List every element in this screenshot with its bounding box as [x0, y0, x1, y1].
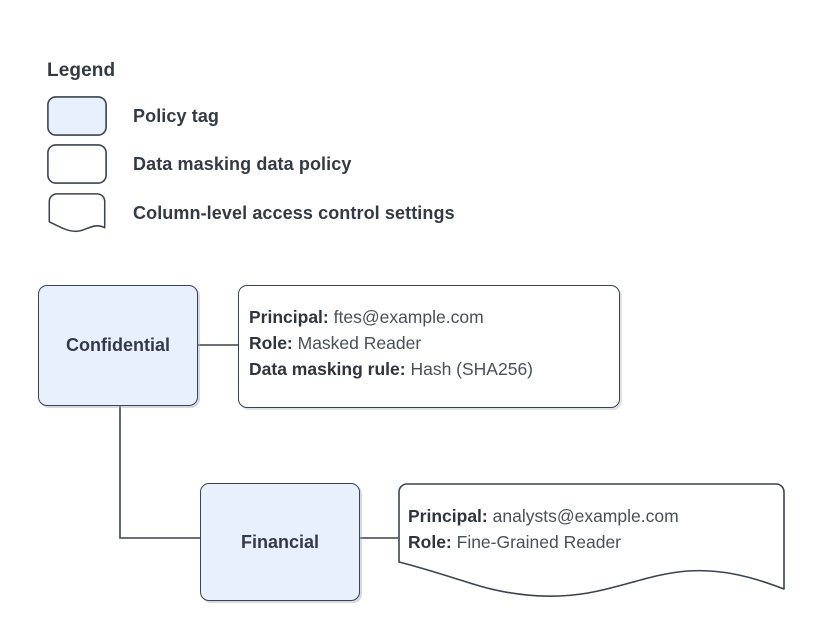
- callout-row-label: Role:: [249, 333, 293, 353]
- node-financial[interactable]: Financial: [200, 483, 360, 601]
- node-label: Financial: [240, 531, 320, 552]
- callout-row-value: Hash (SHA256): [410, 359, 534, 379]
- callout-row-value: ftes@example.com: [333, 307, 484, 327]
- callout-row: Role: Masked Reader: [249, 330, 619, 356]
- callout-row-value: analysts@example.com: [492, 506, 679, 526]
- legend-item-label: Data masking data policy: [133, 153, 352, 174]
- callout-row-label: Principal:: [408, 506, 488, 526]
- callout-row-value: Fine-Grained Reader: [456, 532, 622, 552]
- node-label: Confidential: [66, 335, 170, 355]
- legend-title: Legend: [47, 60, 116, 81]
- callout-confidential-policy: Principal: ftes@example.com Role: Masked…: [238, 285, 620, 408]
- callout-row: Role: Fine-Grained Reader: [408, 529, 775, 555]
- callout-row-label: Data masking rule:: [249, 359, 406, 379]
- callout-row: Principal: ftes@example.com: [249, 304, 619, 330]
- column-access-swatch: [48, 193, 106, 233]
- callout-row: Principal: analysts@example.com: [408, 503, 775, 529]
- legend-item-label: Policy tag: [133, 105, 220, 126]
- callout-row-label: Role:: [408, 532, 452, 552]
- node-confidential[interactable]: Confidential: [38, 285, 198, 406]
- connector-confidential-to-financial: [119, 406, 200, 539]
- callout-row-label: Principal:: [249, 307, 329, 327]
- callout-financial-policy: Principal: analysts@example.com Role: Fi…: [398, 483, 785, 600]
- callout-row: Data masking rule: Hash (SHA256): [249, 356, 619, 382]
- document-shape: [398, 483, 785, 597]
- data-policy-swatch: [47, 144, 107, 184]
- policy-tag-swatch: [47, 96, 107, 136]
- legend-item-label: Column-level access control settings: [133, 202, 455, 223]
- callout-row-value: Masked Reader: [297, 333, 422, 353]
